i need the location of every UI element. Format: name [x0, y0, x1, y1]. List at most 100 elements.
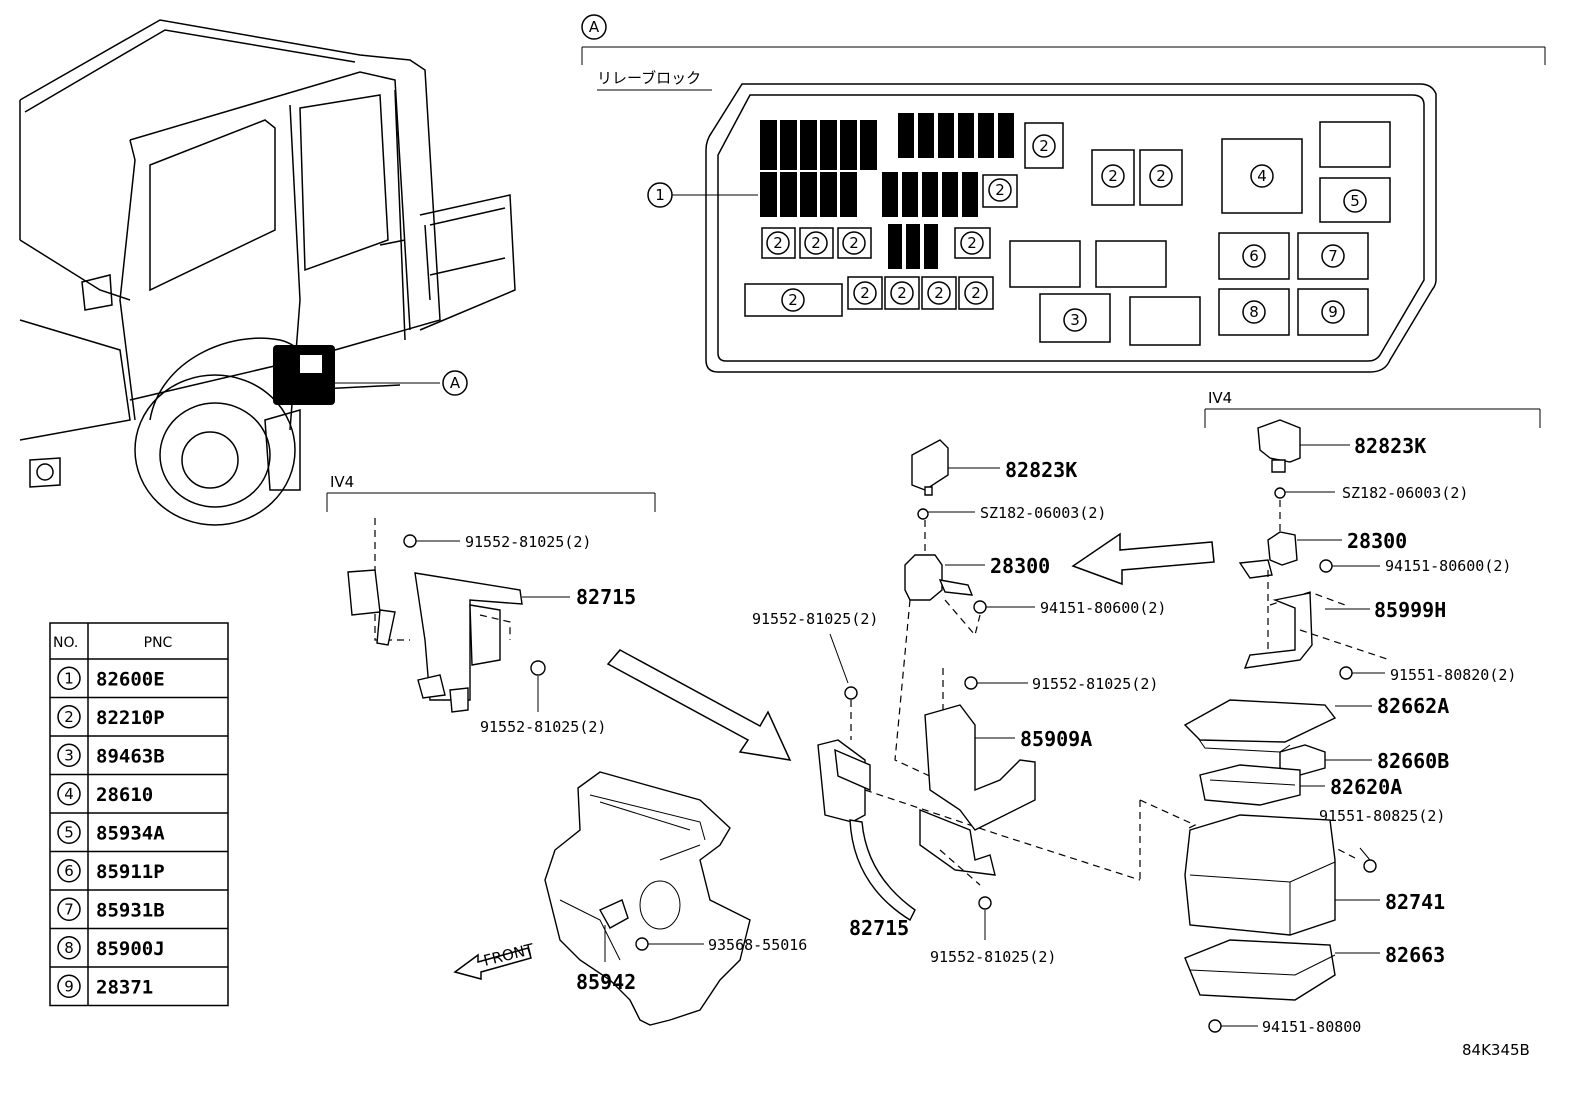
table-row-number-circle [57, 782, 81, 806]
relay-ref-2: 2 [971, 284, 981, 302]
table-row: 1 82600E [57, 666, 165, 690]
table-row-number: 9 [64, 977, 74, 995]
callout-91552-bracket-bottom: 91552-81025(2) [480, 718, 606, 736]
callout-93568: 93568-55016 [708, 936, 807, 954]
table-row-number-circle [57, 820, 81, 844]
callout-82660b: 82660B [1377, 749, 1449, 773]
table-row-number-circle [57, 666, 81, 690]
table-frame [49, 622, 229, 1007]
relay-ref-2: 2 [967, 234, 977, 252]
table-header-no: NO. [53, 635, 78, 651]
relay-ref-2: 2 [1156, 167, 1166, 185]
callout-91551-80825: 91551-80825(2) [1319, 807, 1445, 825]
callout-94151-80800: 94151-80800 [1262, 1018, 1361, 1036]
relay-ref-1: 1 [655, 186, 665, 204]
relay-ref-2: 2 [811, 234, 821, 252]
callout-82663: 82663 [1385, 943, 1445, 967]
table-row-pnc: 85900J [96, 938, 165, 960]
relay-ref-2: 2 [788, 291, 798, 309]
table-row: 6 85911P [57, 859, 165, 883]
callout-85999h: 85999H [1374, 598, 1446, 622]
table-row-number-circle [57, 897, 81, 921]
callout-82715-bottom: 82715 [849, 916, 909, 940]
callout-85909a: 85909A [1020, 727, 1092, 751]
table-row-number-circle [57, 743, 81, 767]
table-row-number: 1 [64, 669, 74, 687]
table-row-pnc: 85931B [96, 899, 165, 921]
table-row-pnc: 28610 [96, 784, 153, 806]
callout-sz182-left: SZ182-06003(2) [980, 504, 1106, 522]
relay-ref-7: 7 [1328, 247, 1338, 265]
callout-82662a: 82662A [1377, 694, 1449, 718]
callout-82715-top: 82715 [576, 585, 636, 609]
relay-ref-2-group: 2 2 2 2 2 2 2 2 2 2 2 2 2 [744, 122, 1183, 317]
variant-label-right: IV4 [1208, 389, 1232, 407]
relay-block: 1 2 2 2 2 2 2 2 2 2 2 2 2 [647, 83, 1437, 373]
table-row-number-circle [57, 705, 81, 729]
callout-82823k-right: 82823K [1354, 434, 1426, 458]
front-arrow-icon [453, 947, 532, 980]
table-header-pnc: PNC [144, 635, 173, 651]
callout-28300-right: 28300 [1347, 529, 1407, 553]
relay-ref-2: 2 [897, 284, 907, 302]
table-row-number: 3 [64, 746, 74, 764]
left-bracket-assembly: IV4 91552-81025(2) 82715 91552-81025(2) [326, 473, 656, 736]
table-row: 2 82210P [57, 705, 165, 729]
section-marker: A [589, 18, 600, 36]
fuse-group-1 [760, 113, 1014, 269]
relay-ref-4: 4 [1257, 167, 1267, 185]
callout-91552-right-bottom: 91552-81025(2) [930, 948, 1056, 966]
relay-ref-2: 2 [1039, 137, 1049, 155]
relay-ref-2: 2 [860, 284, 870, 302]
table-row-number-circle [57, 859, 81, 883]
callout-94151-80600-left: 94151-80600(2) [1040, 599, 1166, 617]
callout-91552-right-top: 91552-81025(2) [1032, 675, 1158, 693]
truck-callout-a: A [450, 374, 461, 392]
table-row-number-circle [57, 936, 81, 960]
center-assembly: 82823K SZ182-06003(2) 28300 94151-80600(… [752, 439, 1215, 966]
variant-label-left: IV4 [330, 473, 354, 491]
callout-91552-bracket-top: 91552-81025(2) [465, 533, 591, 551]
table-row: 7 85931B [57, 897, 165, 921]
callout-sz182-right: SZ182-06003(2) [1342, 484, 1468, 502]
relay-ref-2: 2 [1108, 167, 1118, 185]
relay-ref-6: 6 [1249, 247, 1259, 265]
front-label: FRONT [482, 940, 537, 970]
table-row-number: 7 [64, 900, 74, 918]
right-relay-assembly: IV4 82823K SZ182-06003(2) 28300 94151-80… [1139, 389, 1541, 1036]
diagram-code: 84K345B [1462, 1041, 1530, 1059]
callout-28300-left: 28300 [990, 554, 1050, 578]
direction-arrow-left [1071, 532, 1215, 586]
table-row: 8 85900J [57, 936, 165, 960]
relay-block-label: リレーブロック [597, 69, 701, 87]
relay-ref-5: 5 [1350, 192, 1360, 210]
table-row-number: 4 [64, 785, 74, 803]
relay-ref-3: 3 [1070, 311, 1080, 329]
callout-82823k-left: 82823K [1005, 458, 1077, 482]
table-row-pnc: 89463B [96, 745, 165, 767]
relay-ref-2: 2 [934, 284, 944, 302]
table-row-number: 8 [64, 939, 74, 957]
table-row: 3 89463B [57, 743, 165, 767]
relay-ref-9: 9 [1328, 303, 1338, 321]
relay-ref-2: 2 [995, 181, 1005, 199]
blower-unit: 93568-55016 85942 FRONT [453, 771, 807, 1026]
relay-ref-8: 8 [1249, 303, 1259, 321]
callout-82741: 82741 [1385, 890, 1445, 914]
callout-82620a: 82620A [1330, 775, 1402, 799]
callout-94151-80600-right: 94151-80600(2) [1385, 557, 1511, 575]
table-row-number: 6 [64, 862, 74, 880]
relay-ref-2: 2 [773, 234, 783, 252]
table-row-pnc: 85911P [96, 861, 165, 883]
relay-ref-2: 2 [849, 234, 859, 252]
section-a-header: A リレーブロック [581, 14, 1546, 91]
callout-85942: 85942 [576, 970, 636, 994]
table-row-pnc: 82600E [96, 668, 165, 690]
table-row-pnc: 82210P [96, 707, 165, 729]
table-row-number: 2 [64, 708, 74, 726]
callout-91551-80820: 91551-80820(2) [1390, 666, 1516, 684]
